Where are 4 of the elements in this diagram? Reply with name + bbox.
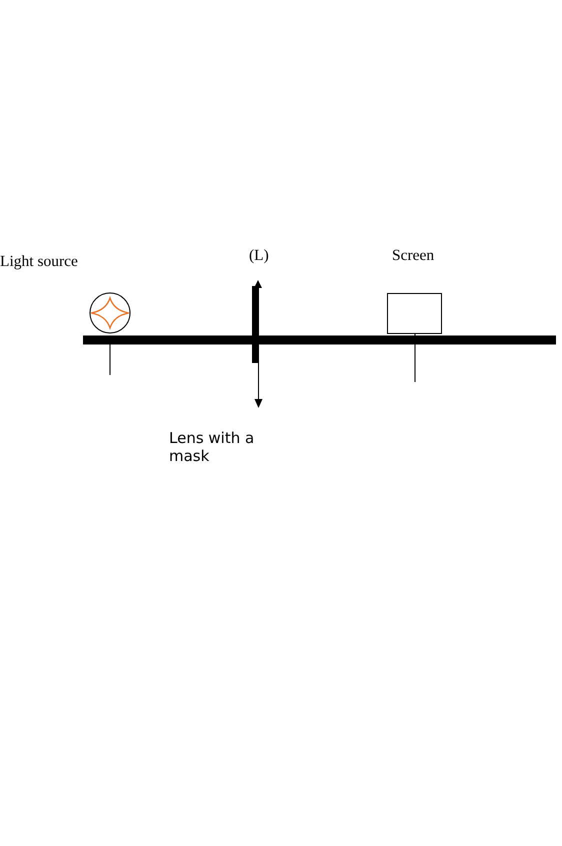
part-label: Screen [392, 247, 434, 266]
part-label: Light source [0, 253, 78, 272]
part-label: (L) [249, 247, 269, 266]
part-label: Lens with a mask [169, 429, 256, 465]
